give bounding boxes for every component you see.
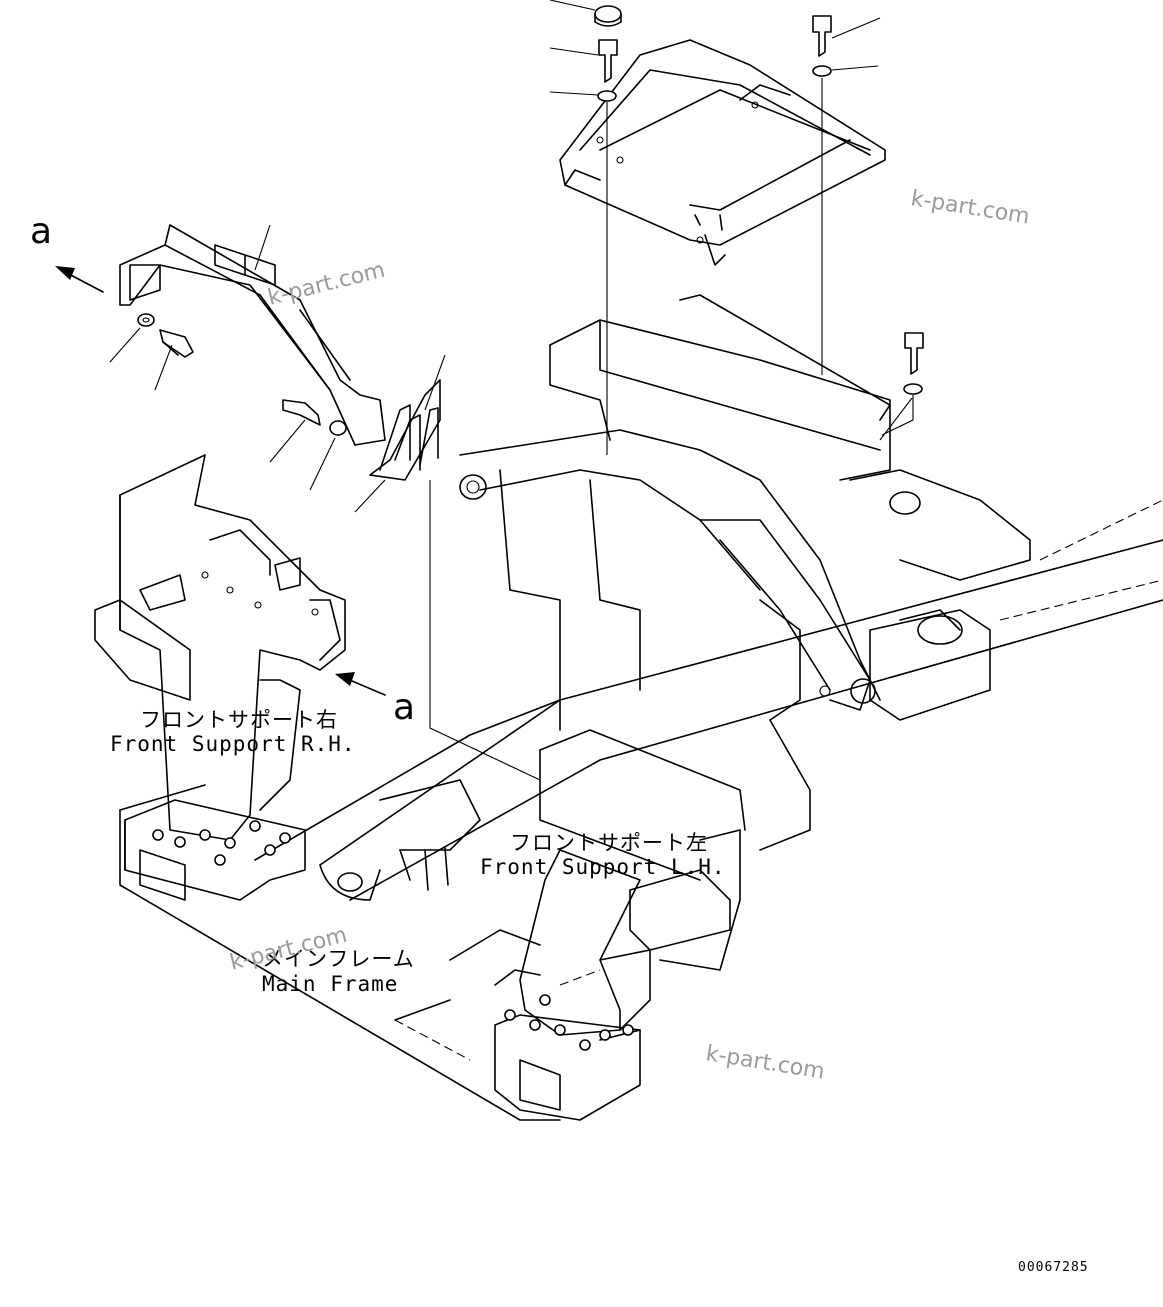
label-main-frame: メインフレーム Main Frame bbox=[262, 947, 415, 996]
front-support-rh-en: Front Support R.H. bbox=[110, 732, 356, 756]
watermark-bottom: k-part.com bbox=[704, 1041, 826, 1084]
drawing-number: 00067285 bbox=[1018, 1260, 1089, 1275]
front-support-lh bbox=[494, 849, 651, 1121]
watermark-bracket: k-part.com bbox=[265, 258, 387, 311]
view-marker-side-letter: a bbox=[393, 687, 415, 728]
front-support-lh-jp: フロントサポート左 bbox=[510, 831, 708, 855]
cover-plate bbox=[559, 39, 886, 266]
fasteners bbox=[137, 5, 924, 436]
front-support-rh-jp: フロントサポート右 bbox=[140, 708, 338, 732]
view-marker-top: a bbox=[30, 211, 104, 293]
main-frame-jp: メインフレーム bbox=[262, 947, 415, 971]
label-front-support-lh: フロントサポート左 Front Support L.H. bbox=[480, 831, 726, 879]
cushion-plates bbox=[369, 379, 441, 481]
base-bolts-lh bbox=[504, 994, 634, 1051]
front-support-rh bbox=[94, 454, 346, 901]
stay-bracket bbox=[119, 224, 386, 446]
main-frame-en: Main Frame bbox=[262, 972, 398, 996]
label-front-support-rh: フロントサポート右 Front Support R.H. bbox=[110, 708, 356, 756]
main-frame bbox=[119, 294, 1163, 1121]
leader-lines bbox=[109, 0, 1163, 1061]
front-support-lh-en: Front Support L.H. bbox=[480, 855, 726, 879]
view-marker-top-letter: a bbox=[30, 211, 52, 252]
base-bolts-rh bbox=[152, 820, 291, 866]
view-marker-side: a bbox=[335, 672, 415, 728]
watermark-top-right: k-part.com bbox=[909, 186, 1031, 229]
